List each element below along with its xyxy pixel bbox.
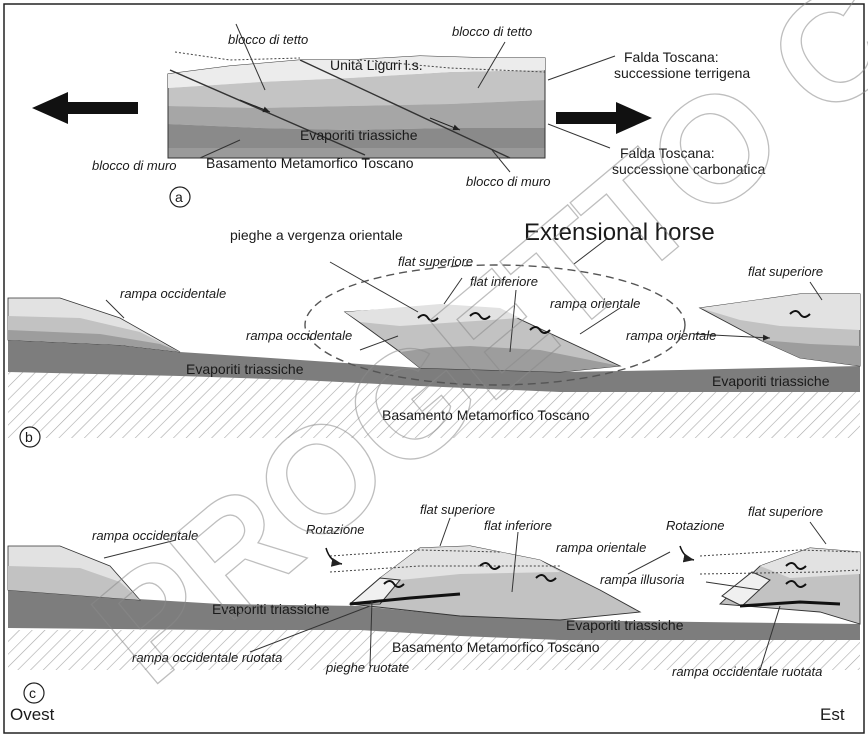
label-flat-inferiore-c: flat inferiore [484, 518, 552, 533]
panel-a-tag: a [175, 189, 183, 205]
extension-arrow-west [32, 92, 138, 124]
label-evaporiti-c2: Evaporiti triassiche [566, 617, 684, 633]
label-evaporiti-b1: Evaporiti triassiche [186, 361, 304, 377]
label-pieghe-ruotate: pieghe ruotate [325, 660, 409, 675]
label-rampa-occidentale-b1: rampa occidentale [120, 286, 226, 301]
label-rampa-orientale-c: rampa orientale [556, 540, 646, 555]
label-ovest: Ovest [10, 705, 55, 724]
label-evaporiti-b2: Evaporiti triassiche [712, 373, 830, 389]
label-rampa-illusoria: rampa illusoria [600, 572, 685, 587]
label-rampa-occidentale-b2: rampa occidentale [246, 328, 352, 343]
label-flat-superiore-c2: flat superiore [748, 504, 823, 519]
label-flat-superiore-b2: flat superiore [748, 264, 823, 279]
label-pieghe-vergenza: pieghe a vergenza orientale [230, 227, 403, 243]
label-rotazione-2: Rotazione [666, 518, 725, 533]
label-blocco-tetto-2: blocco di tetto [452, 24, 532, 39]
label-rampa-occidentale-ruotata-2: rampa occidentale ruotata [672, 664, 822, 679]
label-basamento-c: Basamento Metamorfico Toscano [392, 639, 600, 655]
label-blocco-tetto-1: blocco di tetto [228, 32, 308, 47]
rotation-arrow-2 [680, 546, 694, 560]
label-blocco-muro-1: blocco di muro [92, 158, 177, 173]
label-flat-superiore-c1: flat superiore [420, 502, 495, 517]
label-est: Est [820, 705, 845, 724]
label-evaporiti-a: Evaporiti triassiche [300, 127, 418, 143]
label-rampa-orientale-b2: rampa orientale [626, 328, 716, 343]
panel-c-tag: c [29, 685, 36, 701]
panel-b-tag: b [25, 429, 33, 445]
label-basamento-a: Basamento Metamorfico Toscano [206, 155, 414, 171]
label-unita-liguri: Unità Liguri l.s. [330, 57, 423, 73]
